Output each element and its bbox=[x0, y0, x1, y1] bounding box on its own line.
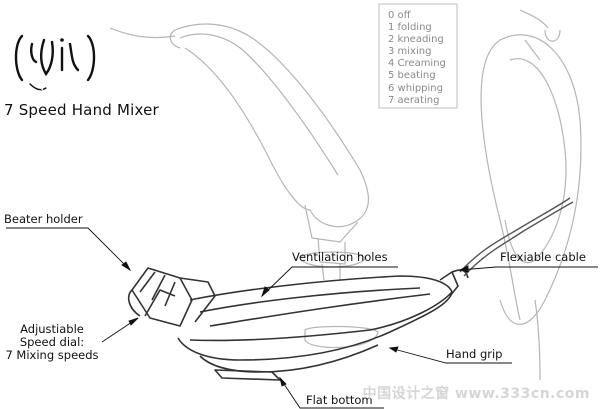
hand-grip-leader bbox=[389, 347, 512, 364]
watermark: 中国设计之窗 www.333cn.com bbox=[362, 386, 590, 402]
mixer-front-view bbox=[480, 9, 582, 381]
beater-holder-arrow bbox=[121, 261, 132, 272]
ventilation-arrow bbox=[261, 286, 270, 298]
beater-holder-leader bbox=[6, 227, 131, 271]
speed-dial-line: Speed dial: bbox=[19, 335, 85, 349]
cable bbox=[459, 197, 574, 277]
callout-hand-grip: Hand grip bbox=[446, 347, 503, 361]
callout-speed-dial: Adjustiable Speed dial: 7 Mixing speeds bbox=[2, 323, 102, 362]
speed-dial-line: 7 Mixing speeds bbox=[5, 348, 99, 362]
speed-item: 7 aerating bbox=[388, 94, 440, 106]
callout-ventilation-holes: Ventilation holes bbox=[292, 250, 388, 264]
cable-leader bbox=[459, 266, 598, 271]
mixer-side-view bbox=[109, 23, 379, 349]
callout-lines bbox=[6, 227, 598, 409]
brand-logo bbox=[14, 34, 96, 91]
speed-item: 1 folding bbox=[388, 22, 432, 34]
page-title: 7 Speed Hand Mixer bbox=[4, 101, 159, 119]
speed-item: 6 whipping bbox=[388, 82, 443, 94]
callout-beater-holder: Beater holder bbox=[4, 212, 83, 226]
callout-flat-bottom: Flat bottom bbox=[306, 393, 373, 407]
speed-item: 3 mixing bbox=[388, 46, 432, 58]
hand-grip-arrow bbox=[388, 346, 399, 353]
speed-item: 0 off bbox=[388, 10, 411, 21]
flat-bottom-arrow bbox=[279, 376, 287, 387]
speed-item: 2 kneading bbox=[388, 34, 444, 46]
callout-flexible-cable: Flexiable cable bbox=[500, 250, 586, 264]
speed-item: 4 Creaming bbox=[388, 58, 446, 70]
ventilation-leader bbox=[261, 266, 398, 297]
speed-list-box bbox=[378, 3, 458, 109]
speed-dial-arrow bbox=[128, 317, 139, 326]
speed-list: 0 off 1 folding 2 kneading 3 mixing 4 Cr… bbox=[388, 10, 446, 107]
speed-item: 5 beating bbox=[388, 70, 436, 82]
cable-arrow bbox=[458, 265, 469, 273]
flat-bottom-leader bbox=[279, 377, 384, 409]
brand-logo-text: {ti!r} bbox=[40, 85, 65, 95]
mixer-main-view bbox=[127, 267, 469, 381]
speed-dial-line: Adjustiable bbox=[20, 322, 84, 336]
